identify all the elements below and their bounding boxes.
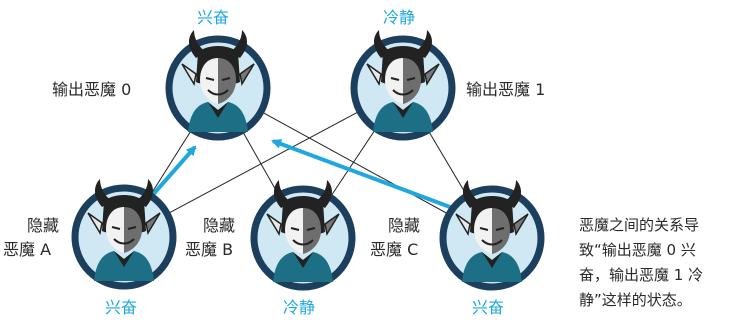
node-label-output-0: 输出恶魔 0 [52,80,132,99]
state-label-hidden-c: 兴奋 [472,298,505,317]
node-label-output-1: 输出恶魔 1 [466,80,546,99]
caption-text: 恶魔之间的关系导 致“输出恶魔 0 兴 奋，输出恶魔 1 冷 静”这样的状态。 [579,213,744,313]
node-label-hidden-b-line2: 恶魔 B [185,240,234,259]
node-label-hidden-a-line1: 隐藏 [27,216,60,235]
arrow-hidA-to-out0 [148,145,197,200]
active-arrows [148,139,459,212]
node-hidden-a [71,178,177,290]
caption-line-1: 恶魔之间的关系导 [579,216,700,234]
node-output-0 [165,29,271,141]
state-label-hidden-a: 兴奋 [105,298,138,317]
node-label-hidden-b-line1: 隐藏 [203,216,236,235]
node-output-1 [350,29,456,141]
node-label-hidden-a-line2: 恶魔 A [3,240,52,259]
node-hidden-c [439,179,545,291]
state-label-output-1: 冷静 [383,8,416,27]
node-label-hidden-c-line2: 恶魔 C [370,240,419,259]
state-label-output-0: 兴奋 [197,8,230,27]
edge-out1-hidA [123,87,404,238]
caption-line-3: 奋，输出恶魔 1 冷 [579,266,704,284]
state-label-hidden-b: 冷静 [283,298,316,317]
arrow-hidC-to-out0 [271,139,459,212]
caption-line-2: 致“输出恶魔 0 兴 [579,241,696,259]
caption-line-4: 静”这样的状态。 [579,291,692,309]
node-hidden-b [250,179,356,291]
node-label-hidden-c-line1: 隐藏 [388,216,421,235]
